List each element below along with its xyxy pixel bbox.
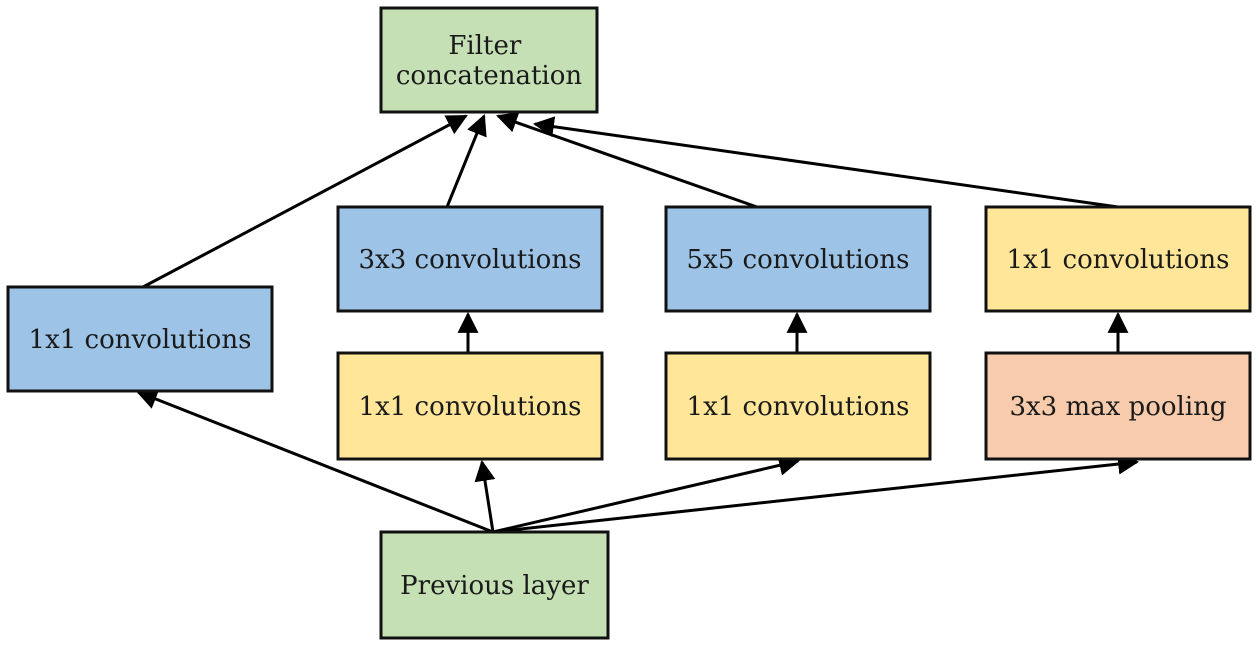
max-pooling-label-line: 3x3 max pooling [1009,392,1226,422]
conv-5x5-label-line: 5x5 convolutions [687,245,910,275]
conv-1x1-left-label-line: 1x1 convolutions [29,325,252,355]
previous-layer-box: Previous layer [379,530,610,640]
edge-previous-layer-to-reduce-5x5 [492,455,801,534]
conv-1x1-left-label: 1x1 convolutions [29,325,252,355]
conv-3x3-label: 3x3 convolutions [359,245,582,275]
conv-5x5-box: 5x5 convolutions [664,205,932,313]
conv-3x3-label-line: 3x3 convolutions [359,245,582,275]
edge-previous-layer-to-reduce-3x3 [474,459,496,533]
edge-conv5x5-to-filter-concat [496,112,758,209]
filter-concatenation-label-line-1: Filter [448,31,522,61]
filter-concatenation-label: Filter concatenation [396,31,583,91]
edge-previous-layer-to-maxpool [492,453,1140,534]
edge-conv1x1-left-to-filter-concat [142,114,468,289]
filter-concatenation-box: Filter concatenation [379,6,599,114]
nodes-layer: Filter concatenation 1x1 convolutions 3x… [6,6,1252,640]
conv-1x1-pool-proj-box: 1x1 convolutions [984,205,1252,313]
conv-1x1-reduce-5x5-label: 1x1 convolutions [687,392,910,422]
edge-conv3x3-to-filter-concat [445,114,487,208]
conv-1x1-reduce-5x5-box: 1x1 convolutions [664,351,932,461]
conv-1x1-reduce-3x3-label-line: 1x1 convolutions [359,392,582,422]
previous-layer-label-line: Previous layer [400,571,589,601]
conv-1x1-pool-proj-label-line: 1x1 convolutions [1007,245,1230,275]
conv-1x1-reduce-3x3-box: 1x1 convolutions [336,351,604,461]
conv-1x1-reduce-3x3-label: 1x1 convolutions [359,392,582,422]
conv-3x3-box: 3x3 convolutions [336,205,604,313]
conv-1x1-left-box: 1x1 convolutions [6,285,274,393]
filter-concatenation-label-line-2: concatenation [396,61,583,91]
edge-previous-layer-to-conv1x1-left [136,389,494,534]
conv-1x1-pool-proj-label: 1x1 convolutions [1007,245,1230,275]
edges-layer [136,112,1140,534]
edge-conv1x1-top-right-to-filter-concat [532,116,1119,209]
max-pooling-label: 3x3 max pooling [1009,392,1226,422]
max-pooling-box: 3x3 max pooling [984,351,1252,461]
previous-layer-label: Previous layer [400,571,589,601]
conv-1x1-reduce-5x5-label-line: 1x1 convolutions [687,392,910,422]
conv-5x5-label: 5x5 convolutions [687,245,910,275]
